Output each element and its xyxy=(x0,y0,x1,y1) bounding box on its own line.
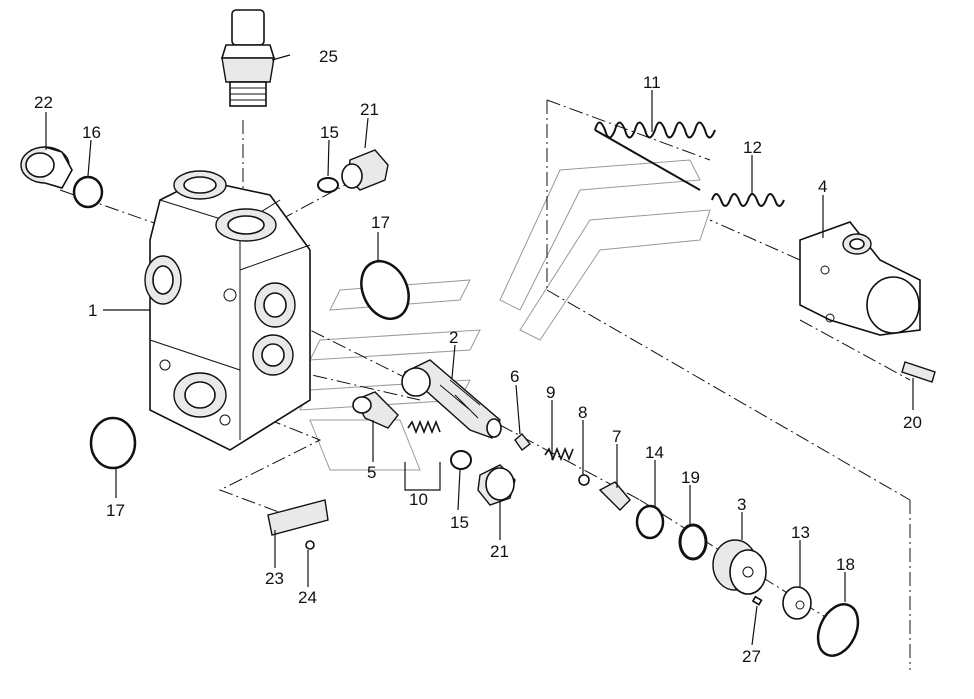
label-7: 7 xyxy=(612,427,621,446)
plate-part-13 xyxy=(782,586,812,620)
label-8: 8 xyxy=(578,403,587,422)
screw-part-24 xyxy=(305,540,315,550)
label-5: 5 xyxy=(367,463,376,482)
label-18: 18 xyxy=(836,555,855,574)
label-4: 4 xyxy=(818,177,827,196)
o-ring-part-15-top xyxy=(317,177,339,193)
o-ring-part-17-right xyxy=(360,260,410,320)
valve-body-part-1 xyxy=(144,170,311,451)
plug-part-22 xyxy=(20,146,73,189)
label-14: 14 xyxy=(645,443,664,462)
assembly-centerline-box xyxy=(546,99,911,670)
label-12: 12 xyxy=(743,138,762,157)
label-6: 6 xyxy=(510,367,519,386)
plug-part-21-bottom xyxy=(477,464,516,506)
spring-part-11 xyxy=(594,121,716,191)
leader-lines xyxy=(45,54,914,646)
label-13: 13 xyxy=(791,523,810,542)
label-15-bottom: 15 xyxy=(450,513,469,532)
spring-part-10 xyxy=(407,419,441,435)
part-labels: 25 22 16 15 21 1 17 2 11 12 4 6 9 8 7 14… xyxy=(34,47,922,666)
plate-part-23 xyxy=(267,499,329,536)
label-1: 1 xyxy=(88,301,97,320)
spring-cover-part-4 xyxy=(799,221,921,336)
spring-part-9 xyxy=(544,446,574,462)
label-2: 2 xyxy=(449,328,458,347)
label-16: 16 xyxy=(82,123,101,142)
label-21-bottom: 21 xyxy=(490,542,509,561)
spring-part-12 xyxy=(711,193,785,207)
watermark xyxy=(299,159,711,471)
label-17-left: 17 xyxy=(106,501,125,520)
o-ring-part-18 xyxy=(816,603,860,657)
o-ring-part-17-left xyxy=(89,416,137,470)
plug-part-21-top xyxy=(341,149,389,191)
label-3: 3 xyxy=(737,495,746,514)
label-9: 9 xyxy=(546,383,555,402)
pin-part-27 xyxy=(751,595,763,606)
bolt-part-20 xyxy=(901,361,936,383)
check-part-6 xyxy=(514,432,531,451)
o-ring-part-16 xyxy=(72,175,104,209)
label-24: 24 xyxy=(298,588,317,607)
o-ring-part-15-bottom xyxy=(450,450,472,470)
poppet-part-7 xyxy=(598,481,631,511)
poppet-part-5 xyxy=(352,391,399,429)
cap-part-3 xyxy=(712,539,767,595)
label-19: 19 xyxy=(681,468,700,487)
label-23: 23 xyxy=(265,569,284,588)
label-17-right: 17 xyxy=(371,213,390,232)
relief-valve-part-25 xyxy=(220,9,276,107)
label-21-top: 21 xyxy=(360,100,379,119)
backup-ring-part-19 xyxy=(678,523,708,561)
label-25: 25 xyxy=(319,47,338,66)
label-11: 11 xyxy=(643,73,661,92)
label-15-top: 15 xyxy=(320,123,339,142)
spool-part-2 xyxy=(401,359,502,439)
label-10: 10 xyxy=(409,490,428,509)
label-27: 27 xyxy=(742,647,761,666)
ball-part-8 xyxy=(578,474,590,486)
o-ring-part-14 xyxy=(635,504,665,540)
label-20: 20 xyxy=(903,413,922,432)
label-22: 22 xyxy=(34,93,53,112)
